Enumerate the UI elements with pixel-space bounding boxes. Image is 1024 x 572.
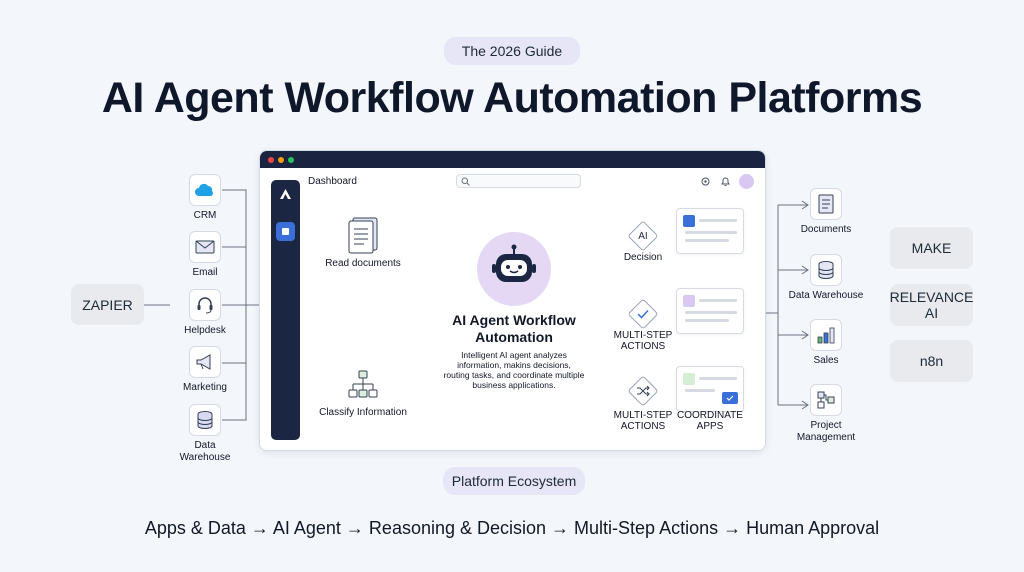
platform-n8n[interactable]: n8n [890, 340, 973, 382]
maximize-dot[interactable] [288, 157, 294, 163]
window-titlebar [260, 151, 765, 168]
coordinate-card [676, 366, 744, 412]
logo-icon [280, 189, 291, 199]
bar-chart-icon [810, 319, 842, 351]
app-label-crm: CRM [193, 210, 217, 221]
document-icon [348, 217, 378, 254]
multi-step-node-2 [627, 375, 659, 407]
app-marketing: Marketing [165, 346, 245, 394]
app-label-marketing: Marketing [183, 382, 227, 393]
close-dot[interactable] [268, 157, 274, 163]
decision-label: Decision [623, 252, 663, 263]
megaphone-icon [189, 346, 221, 378]
check-button [722, 392, 738, 404]
app-crm: CRM [165, 174, 245, 222]
app-label-data-warehouse: Data Warehouse [179, 440, 231, 463]
output-label-sales: Sales [813, 355, 839, 366]
output-label-project-management: Project Management [796, 420, 856, 443]
app-sidebar [271, 180, 300, 440]
output-data-warehouse: Data Warehouse [784, 254, 868, 302]
app-label-helpdesk: Helpdesk [184, 325, 226, 336]
decision-card [676, 208, 744, 254]
decision-node: AI [627, 220, 659, 252]
agent-title: AI Agent Workflow Automation [452, 312, 576, 345]
dashboard-window: Dashboard Read documents Classify Inform… [259, 150, 766, 451]
search-input[interactable] [456, 174, 581, 188]
avatar[interactable] [739, 174, 754, 189]
read-documents-label: Read documents [325, 258, 401, 269]
square-icon [282, 228, 289, 235]
multi-step-label-2: MULTI-STEP ACTIONS [613, 410, 673, 432]
dashboard-title: Dashboard [308, 176, 357, 187]
platform-relevance-ai[interactable]: RELEVANCE AI [890, 284, 973, 326]
multi-step-card-1 [676, 288, 744, 334]
robot-icon [492, 244, 536, 282]
page-title: AI Agent Workflow Automation Platforms [101, 74, 923, 122]
app-helpdesk: Helpdesk [165, 289, 245, 337]
workflow-icon [810, 384, 842, 416]
output-label-data-warehouse: Data Warehouse [788, 290, 864, 301]
app-data-warehouse: Data Warehouse [165, 404, 245, 464]
robot-avatar [477, 232, 551, 306]
ecosystem-pill: Platform Ecosystem [443, 467, 585, 495]
ai-badge: AI [638, 230, 648, 242]
mail-icon [189, 231, 221, 263]
sidebar-item-active[interactable] [276, 222, 295, 241]
headset-icon [189, 289, 221, 321]
coordinate-apps-label: COORDINATE APPS [677, 410, 743, 432]
shuffle-icon [637, 385, 650, 397]
check-icon [726, 395, 734, 401]
agent-description: Intelligent AI agent analyzes informatio… [443, 350, 585, 390]
hierarchy-icon [348, 370, 378, 398]
multi-step-node-1 [627, 298, 659, 330]
app-email: Email [165, 231, 245, 279]
app-label-email: Email [192, 267, 218, 278]
database-icon [810, 254, 842, 286]
platform-zapier[interactable]: ZAPIER [71, 284, 144, 325]
search-icon [461, 177, 470, 186]
file-icon [810, 188, 842, 220]
gear-icon[interactable] [700, 176, 711, 187]
platform-make[interactable]: MAKE [890, 227, 973, 269]
bell-icon[interactable] [720, 176, 731, 187]
output-sales: Sales [786, 319, 866, 367]
output-label-documents: Documents [800, 224, 852, 235]
check-icon [637, 309, 649, 319]
minimize-dot[interactable] [278, 157, 284, 163]
classify-information-label: Classify Information [319, 407, 407, 418]
output-project-management: Project Management [786, 384, 866, 444]
output-documents: Documents [786, 188, 866, 236]
multi-step-label-1: MULTI-STEP ACTIONS [613, 330, 673, 352]
cloud-icon [189, 174, 221, 206]
workflow-footer: Apps & Data → AI Agent → Reasoning & Dec… [144, 518, 880, 538]
database-icon [189, 404, 221, 436]
guide-pill: The 2026 Guide [444, 37, 580, 65]
